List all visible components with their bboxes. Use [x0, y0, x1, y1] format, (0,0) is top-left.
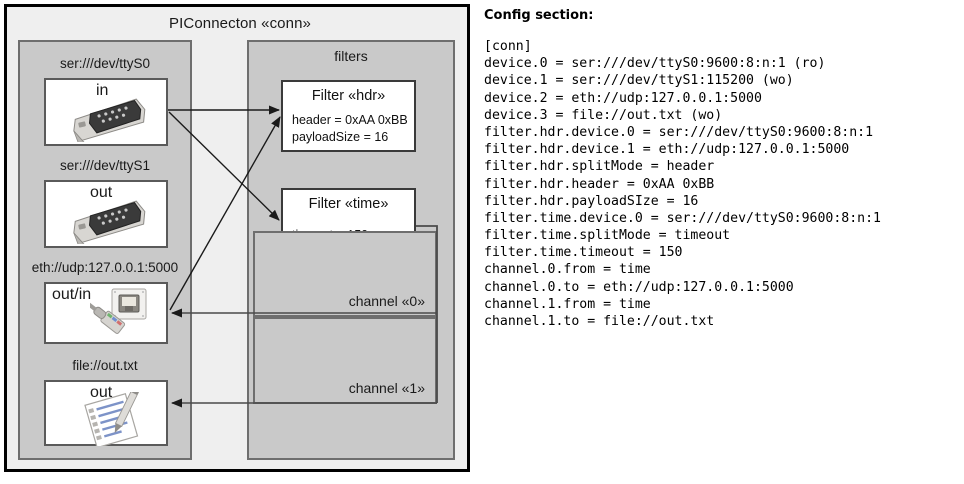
config-line: filter.hdr.header = 0xAA 0xBB [484, 176, 715, 192]
filter-hdr-prop-header: header = 0xAA 0xBB [292, 113, 408, 127]
device-label-file: file://out.txt [72, 358, 138, 373]
config-line: filter.hdr.splitMode = header [484, 159, 715, 175]
device-label-ttyS0: ser:///dev/ttyS0 [59, 56, 151, 71]
config-line: device.1 = ser:///dev/ttyS1:115200 (wo) [484, 73, 794, 89]
serial-port-icon [73, 98, 146, 142]
config-line: filter.hdr.device.1 = eth://udp:127.0.0.… [484, 142, 850, 158]
config-line: filter.time.splitMode = timeout [484, 228, 731, 244]
device-direction-ttyS1: out [90, 184, 113, 201]
filter-card-hdr[interactable]: Filter «hdr» header = 0xAA 0xBB payloadS… [281, 80, 416, 152]
filter-time-title: Filter «time» [308, 196, 389, 212]
config-line: filter.time.device.0 = ser:///dev/ttyS0:… [484, 210, 881, 226]
serial-port-icon [73, 200, 146, 244]
device-direction-file: out [90, 384, 113, 401]
config-text-block: [conn] device.0 = ser:///dev/ttyS0:9600:8… [484, 38, 881, 330]
connection-diagram: PIConnecton «conn» ser:///dev/ttyS0 in [0, 0, 478, 484]
config-panel: Config section: [conn] device.0 = ser:///… [478, 0, 964, 484]
device-label-eth: eth://udp:127.0.0.1:5000 [31, 260, 179, 275]
channel-box-1[interactable]: channel «1» [253, 317, 437, 404]
device-direction-ttyS0: in [96, 82, 109, 99]
ethernet-icon [90, 288, 147, 334]
channel-0-label: channel «0» [348, 293, 425, 309]
config-heading: Config section: [484, 8, 594, 23]
filters-group-title: filters [334, 48, 368, 64]
filter-hdr-title: Filter «hdr» [311, 88, 386, 104]
device-label-ttyS1: ser:///dev/ttyS1 [59, 158, 151, 173]
config-line: filter.hdr.device.0 = ser:///dev/ttyS0:9… [484, 124, 874, 140]
config-line: filter.time.timeout = 150 [484, 245, 683, 261]
config-line: channel.0.from = time [484, 262, 651, 278]
channel-box-0[interactable]: channel «0» [253, 231, 437, 317]
filter-hdr-prop-payload: payloadSize = 16 [292, 130, 389, 144]
channel-1-label: channel «1» [348, 380, 425, 396]
diagram-title: PIConnecton «conn» [169, 15, 311, 32]
config-line: channel.1.from = time [484, 296, 651, 312]
device-card-eth[interactable]: out/in [44, 282, 168, 344]
config-line: channel.0.to = eth://udp:127.0.0.1:5000 [484, 279, 794, 295]
config-line: [conn] [484, 39, 532, 54]
config-line: device.3 = file://out.txt (wo) [484, 107, 723, 123]
device-card-ttyS0[interactable]: in [44, 78, 168, 146]
file-text-icon [84, 392, 140, 446]
config-line: filter.hdr.payloadSIze = 16 [484, 193, 699, 209]
device-card-file[interactable]: out [44, 380, 168, 446]
config-line: channel.1.to = file://out.txt [484, 314, 715, 329]
config-line: device.2 = eth://udp:127.0.0.1:5000 [484, 90, 762, 106]
device-card-ttyS1[interactable]: out [44, 180, 168, 248]
device-direction-eth: out/in [52, 286, 92, 303]
config-line: device.0 = ser:///dev/ttyS0:9600:8:n:1 (… [484, 56, 826, 72]
